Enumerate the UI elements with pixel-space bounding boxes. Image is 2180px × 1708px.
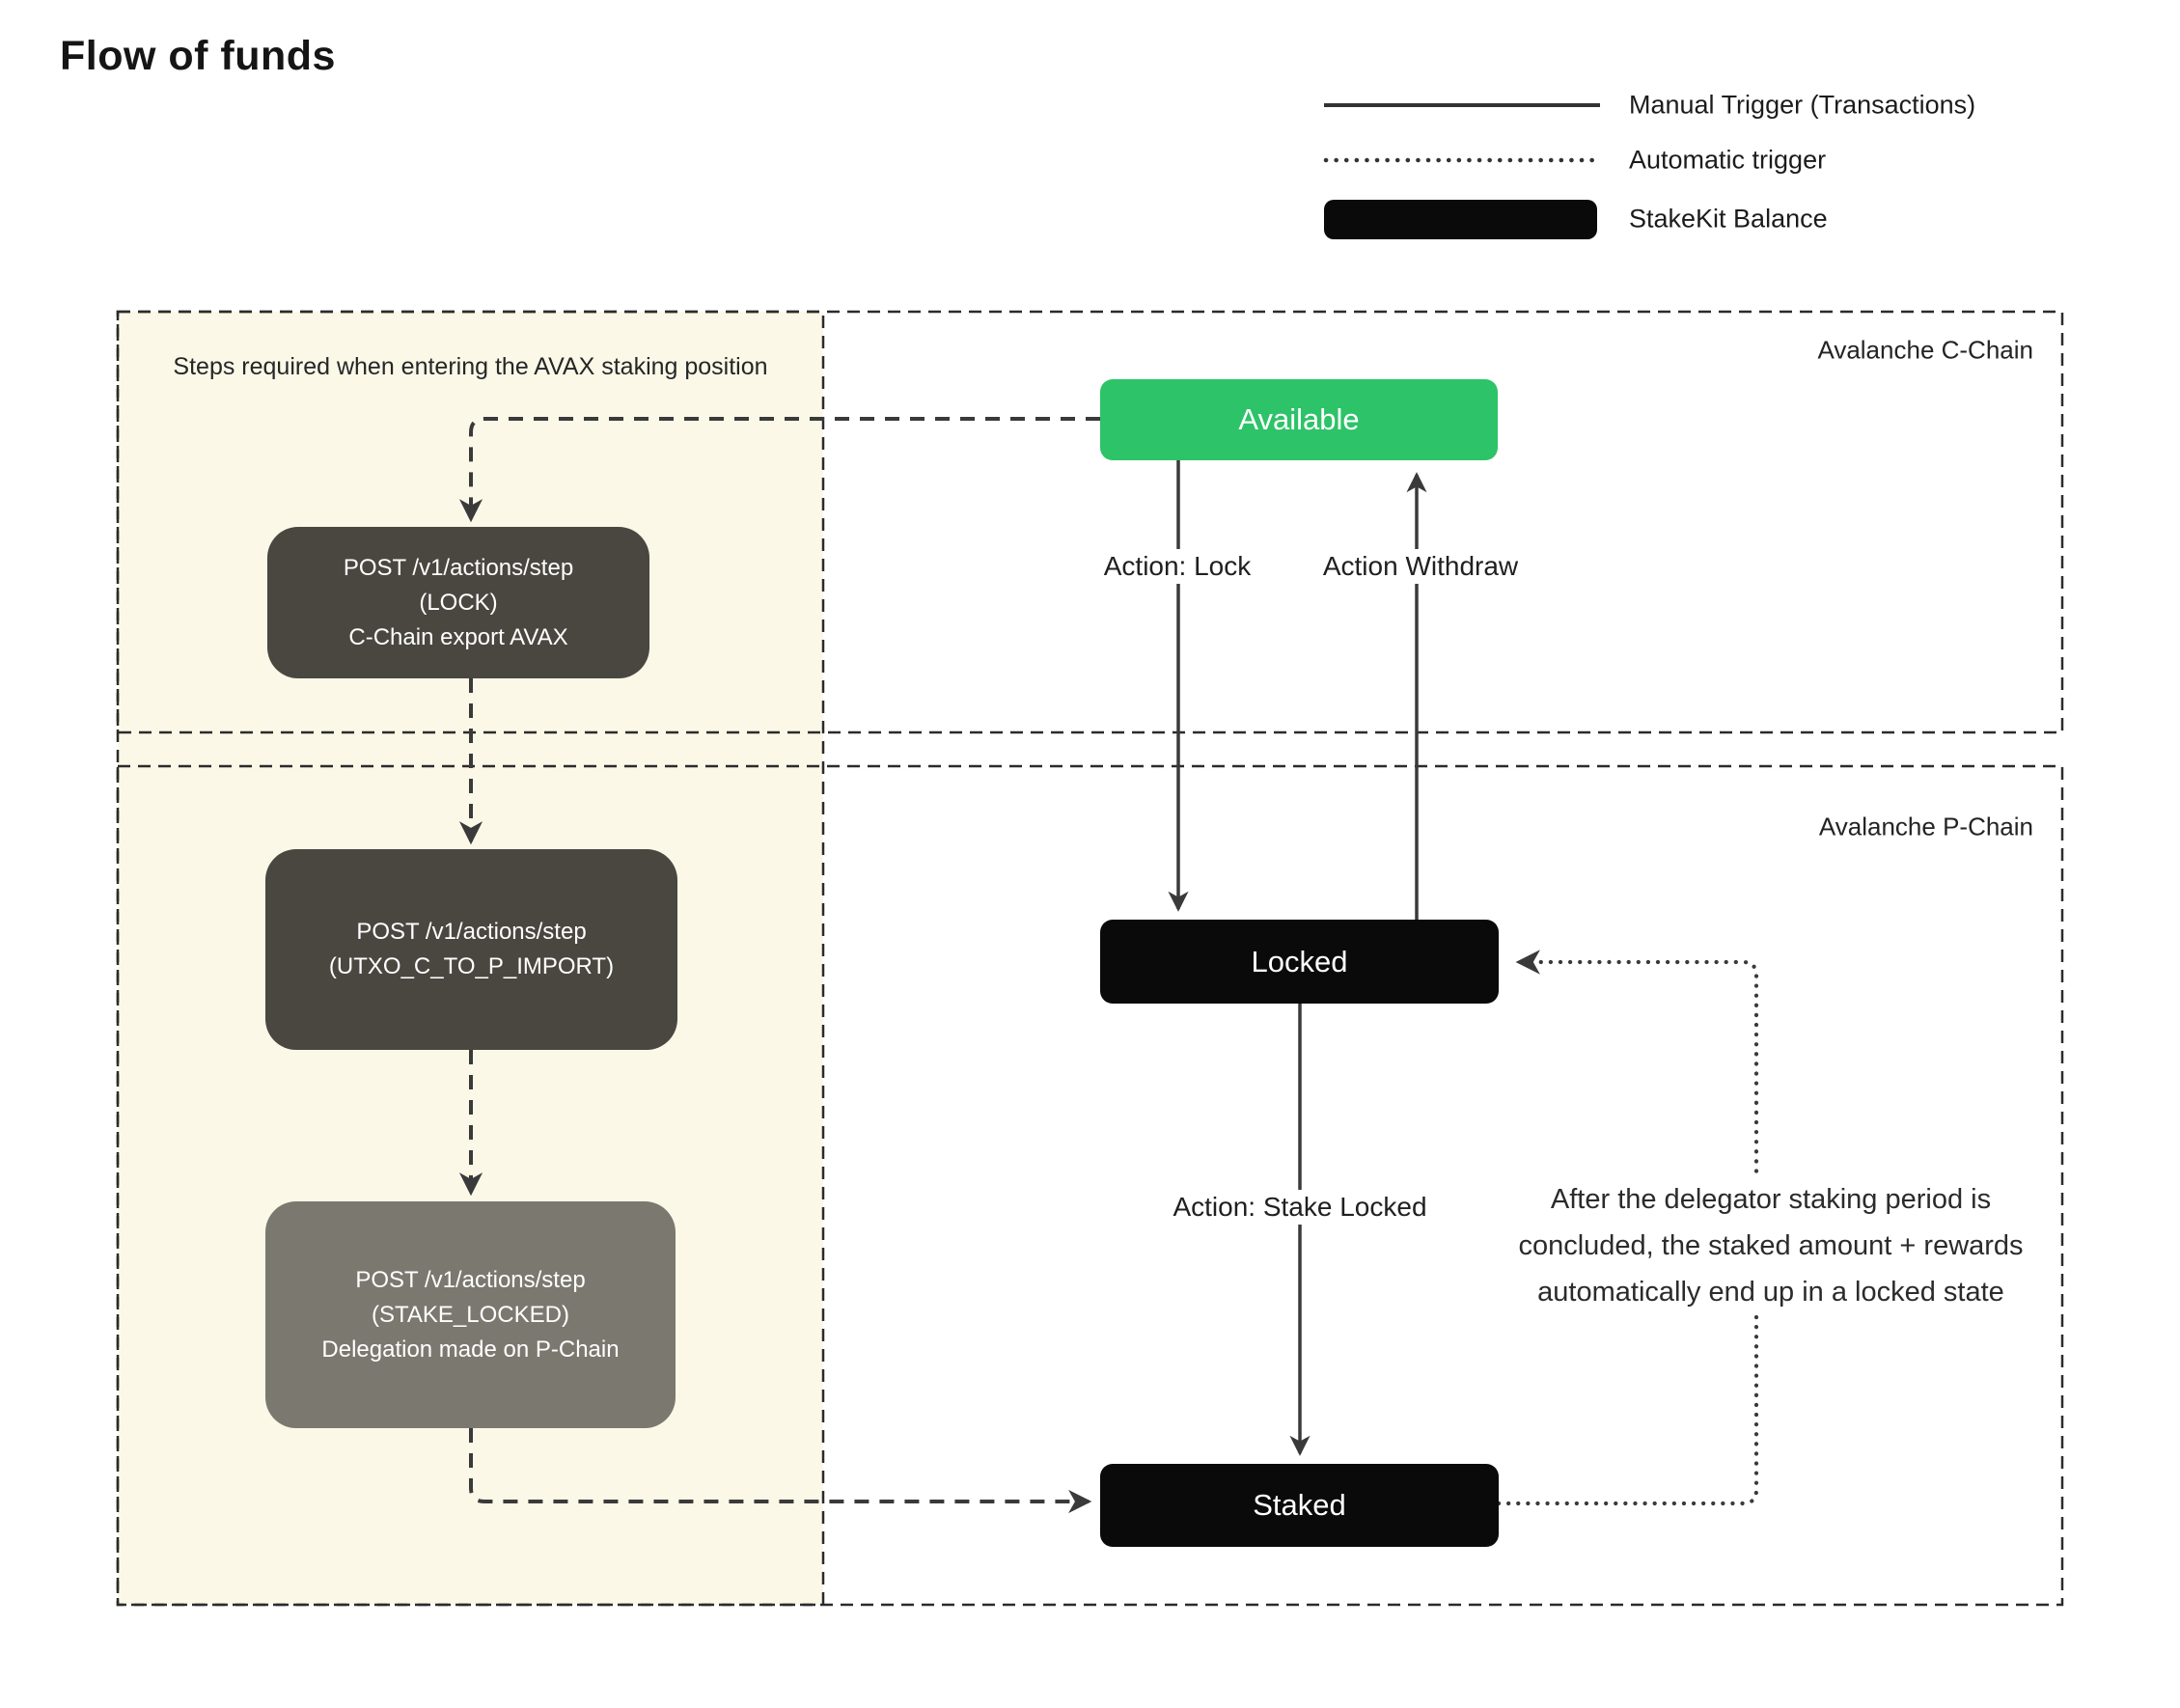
step-box-utxo-import: POST /v1/actions/step (UTXO_C_TO_P_IMPOR… (265, 849, 677, 1050)
step-box-lock-line: C-Chain export AVAX (348, 623, 568, 650)
step-box-utxo-import-line: (UTXO_C_TO_P_IMPORT) (328, 953, 615, 979)
step-box-lock: POST /v1/actions/step (LOCK) C-Chain exp… (267, 527, 649, 678)
steps-region-label: Steps required when entering the AVAX st… (173, 353, 768, 380)
page-title: Flow of funds (60, 33, 336, 79)
state-staked: Staked (1100, 1464, 1499, 1547)
edge-available-to-step1 (458, 417, 1100, 523)
p-chain-region-label: Avalanche P-Chain (1818, 812, 2033, 841)
legend-balance-label: StakeKit Balance (1629, 204, 1828, 234)
step-box-stake-locked-line: POST /v1/actions/step (355, 1266, 586, 1293)
automatic-trigger-note-line: concluded, the staked amount + rewards (1518, 1230, 2024, 1261)
step-box-utxo-import-line: POST /v1/actions/step (356, 919, 587, 945)
c-chain-region-label: Avalanche C-Chain (1817, 335, 2033, 365)
step-box-lock-line: POST /v1/actions/step (343, 554, 574, 581)
step-box-stake-locked-line: Delegation made on P-Chain (321, 1336, 620, 1363)
legend-manual-label: Manual Trigger (Transactions) (1629, 90, 1976, 120)
legend-automatic-label: Automatic trigger (1629, 145, 1827, 175)
c-chain-region-box (116, 310, 2064, 734)
p-chain-region-box (116, 764, 2064, 1607)
edge-label-action-lock: Action: Lock (1091, 549, 1263, 584)
automatic-trigger-note: After the delegator staking period is co… (1496, 1176, 2046, 1315)
step-box-stake-locked: POST /v1/actions/step (STAKE_LOCKED) Del… (265, 1201, 676, 1428)
automatic-trigger-note-line: After the delegator staking period is (1550, 1184, 1992, 1215)
state-locked: Locked (1100, 920, 1499, 1004)
edge-step3-to-staked (469, 1428, 1092, 1514)
automatic-trigger-note-line: automatically end up in a locked state (1537, 1277, 2004, 1308)
state-available: Available (1100, 379, 1498, 460)
step-box-lock-line: (LOCK) (419, 589, 498, 616)
step-box-stake-locked-line: (STAKE_LOCKED) (372, 1301, 569, 1328)
edge-label-action-withdraw: Action Withdraw (1311, 549, 1531, 584)
edge-label-action-stake-locked: Action: Stake Locked (1161, 1190, 1439, 1225)
legend-balance-swatch (1324, 200, 1597, 239)
